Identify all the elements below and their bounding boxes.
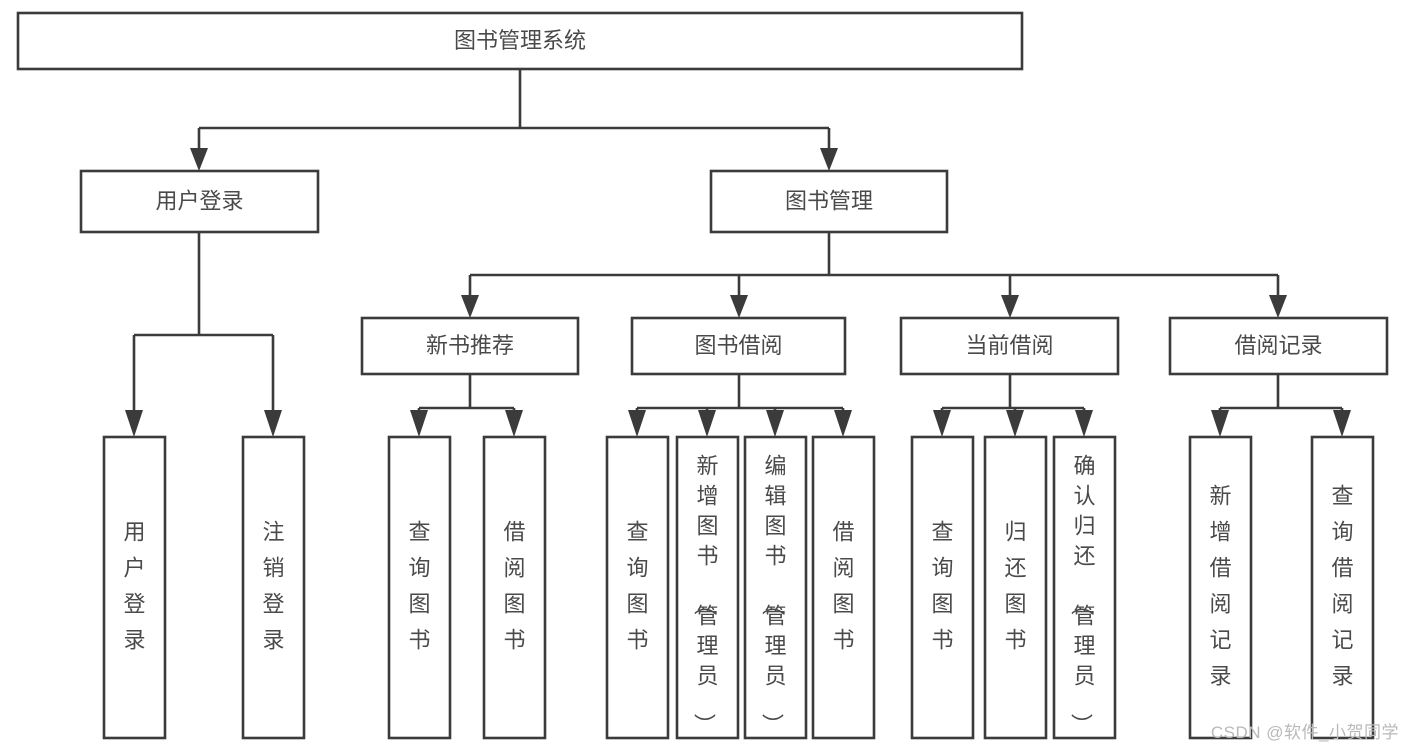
node-leaf-query-book-borrow[interactable]: 查询图书: [605, 435, 670, 740]
node-box-leaf-confirm-return[interactable]: [1052, 435, 1117, 740]
node-leaf-query-book-recommend[interactable]: 查询图书: [387, 435, 452, 740]
node-label-leaf-borrow-book-recommend: 借阅图书: [503, 519, 525, 652]
node-label-new-book-recommend: 新书推荐: [426, 333, 514, 358]
node-label-user-login: 用户登录: [155, 188, 243, 213]
node-root[interactable]: 图书管理系统: [16, 11, 1024, 71]
node-box-leaf-query-borrow-record[interactable]: [1310, 435, 1375, 740]
arrow-head-new-book-recommend: [461, 295, 479, 318]
node-leaf-query-book-current[interactable]: 查询图书: [910, 435, 975, 740]
node-box-leaf-borrow-book-recommend[interactable]: [482, 435, 547, 740]
node-box-current-borrow[interactable]: [899, 316, 1120, 376]
node-label-root: 图书管理系统: [454, 28, 586, 53]
arrow-head-leaf-borrow-book: [834, 410, 852, 437]
node-book-borrow[interactable]: 图书借阅: [630, 316, 847, 376]
node-leaf-user-login[interactable]: 用户登录: [102, 435, 167, 740]
node-label-leaf-user-logout: 注销登录: [262, 519, 284, 652]
node-label-leaf-query-book-current: 查询图书: [931, 519, 953, 652]
node-new-book-recommend[interactable]: 新书推荐: [360, 316, 580, 376]
arrow-head-leaf-edit-book: [766, 410, 784, 437]
arrow-head-book-borrow: [730, 295, 748, 318]
arrow-head-book-management: [820, 148, 838, 171]
node-leaf-add-book[interactable]: 新增图书（管理员）: [675, 435, 740, 740]
node-box-leaf-return-book[interactable]: [983, 435, 1048, 740]
node-layer: 图书管理系统用户登录图书管理新书推荐图书借阅当前借阅借阅记录用户登录注销登录查询…: [16, 11, 1389, 740]
node-leaf-return-book[interactable]: 归还图书: [983, 435, 1048, 740]
node-label-leaf-query-book-borrow: 查询图书: [626, 519, 648, 652]
arrow-head-leaf-add-book: [698, 410, 716, 437]
arrow-head-leaf-query-book-borrow: [628, 410, 646, 437]
connector-layer: [125, 69, 1351, 437]
arrow-head-leaf-confirm-return: [1075, 410, 1093, 437]
node-leaf-confirm-return[interactable]: 确认归还（管理员）: [1052, 435, 1117, 740]
node-leaf-add-borrow-record[interactable]: 新增借阅记录: [1188, 435, 1253, 740]
node-box-book-management[interactable]: [709, 169, 949, 234]
node-box-leaf-user-login[interactable]: [102, 435, 167, 740]
csdn-watermark: CSDN @软件_小贺同学: [1210, 723, 1399, 742]
node-box-leaf-query-book-current[interactable]: [910, 435, 975, 740]
arrow-head-borrow-record: [1269, 295, 1287, 318]
arrow-head-leaf-return-book: [1006, 410, 1024, 437]
node-box-user-login[interactable]: [79, 169, 320, 234]
arrow-head-leaf-query-book-current: [933, 410, 951, 437]
node-label-leaf-query-borrow-record: 查询借阅记录: [1331, 483, 1353, 688]
node-label-leaf-borrow-book: 借阅图书: [832, 519, 854, 652]
node-label-leaf-confirm-return: 确认归还（管理员）: [1068, 453, 1095, 735]
node-box-book-borrow[interactable]: [630, 316, 847, 376]
arrow-head-leaf-add-borrow-record: [1211, 410, 1229, 437]
node-label-leaf-return-book: 归还图书: [1004, 519, 1026, 652]
node-label-borrow-record: 借阅记录: [1234, 333, 1322, 358]
node-leaf-borrow-book-recommend[interactable]: 借阅图书: [482, 435, 547, 740]
node-box-root[interactable]: [16, 11, 1024, 71]
node-leaf-edit-book[interactable]: 编辑图书（管理员）: [743, 435, 808, 740]
node-box-leaf-add-borrow-record[interactable]: [1188, 435, 1253, 740]
node-box-leaf-query-book-recommend[interactable]: [387, 435, 452, 740]
node-box-borrow-record[interactable]: [1168, 316, 1389, 376]
node-box-leaf-query-book-borrow[interactable]: [605, 435, 670, 740]
arrow-head-leaf-user-login: [125, 410, 143, 437]
node-label-book-borrow: 图书借阅: [694, 333, 782, 358]
arrow-head-leaf-query-borrow-record: [1333, 410, 1351, 437]
node-book-management[interactable]: 图书管理: [709, 169, 949, 234]
node-label-leaf-add-book: 新增图书（管理员）: [691, 453, 718, 735]
node-label-leaf-query-book-recommend: 查询图书: [408, 519, 430, 652]
node-user-login[interactable]: 用户登录: [79, 169, 320, 234]
node-box-new-book-recommend[interactable]: [360, 316, 580, 376]
node-box-leaf-add-book[interactable]: [675, 435, 740, 740]
node-borrow-record[interactable]: 借阅记录: [1168, 316, 1389, 376]
node-label-leaf-user-login: 用户登录: [123, 519, 145, 652]
node-leaf-borrow-book[interactable]: 借阅图书: [811, 435, 876, 740]
node-label-book-management: 图书管理: [785, 188, 873, 213]
arrow-head-leaf-borrow-book-recommend: [505, 410, 523, 437]
node-leaf-query-borrow-record[interactable]: 查询借阅记录: [1310, 435, 1375, 740]
arrow-head-current-borrow: [1001, 295, 1019, 318]
arrow-head-user-login: [190, 148, 208, 171]
node-label-current-borrow: 当前借阅: [965, 333, 1053, 358]
node-label-leaf-edit-book: 编辑图书（管理员）: [759, 453, 786, 735]
node-box-leaf-edit-book[interactable]: [743, 435, 808, 740]
node-box-leaf-user-logout[interactable]: [241, 435, 306, 740]
node-current-borrow[interactable]: 当前借阅: [899, 316, 1120, 376]
arrow-head-leaf-user-logout: [264, 410, 282, 437]
node-leaf-user-logout[interactable]: 注销登录: [241, 435, 306, 740]
node-label-leaf-add-borrow-record: 新增借阅记录: [1209, 483, 1231, 688]
node-box-leaf-borrow-book[interactable]: [811, 435, 876, 740]
arrow-head-leaf-query-book-recommend: [410, 410, 428, 437]
